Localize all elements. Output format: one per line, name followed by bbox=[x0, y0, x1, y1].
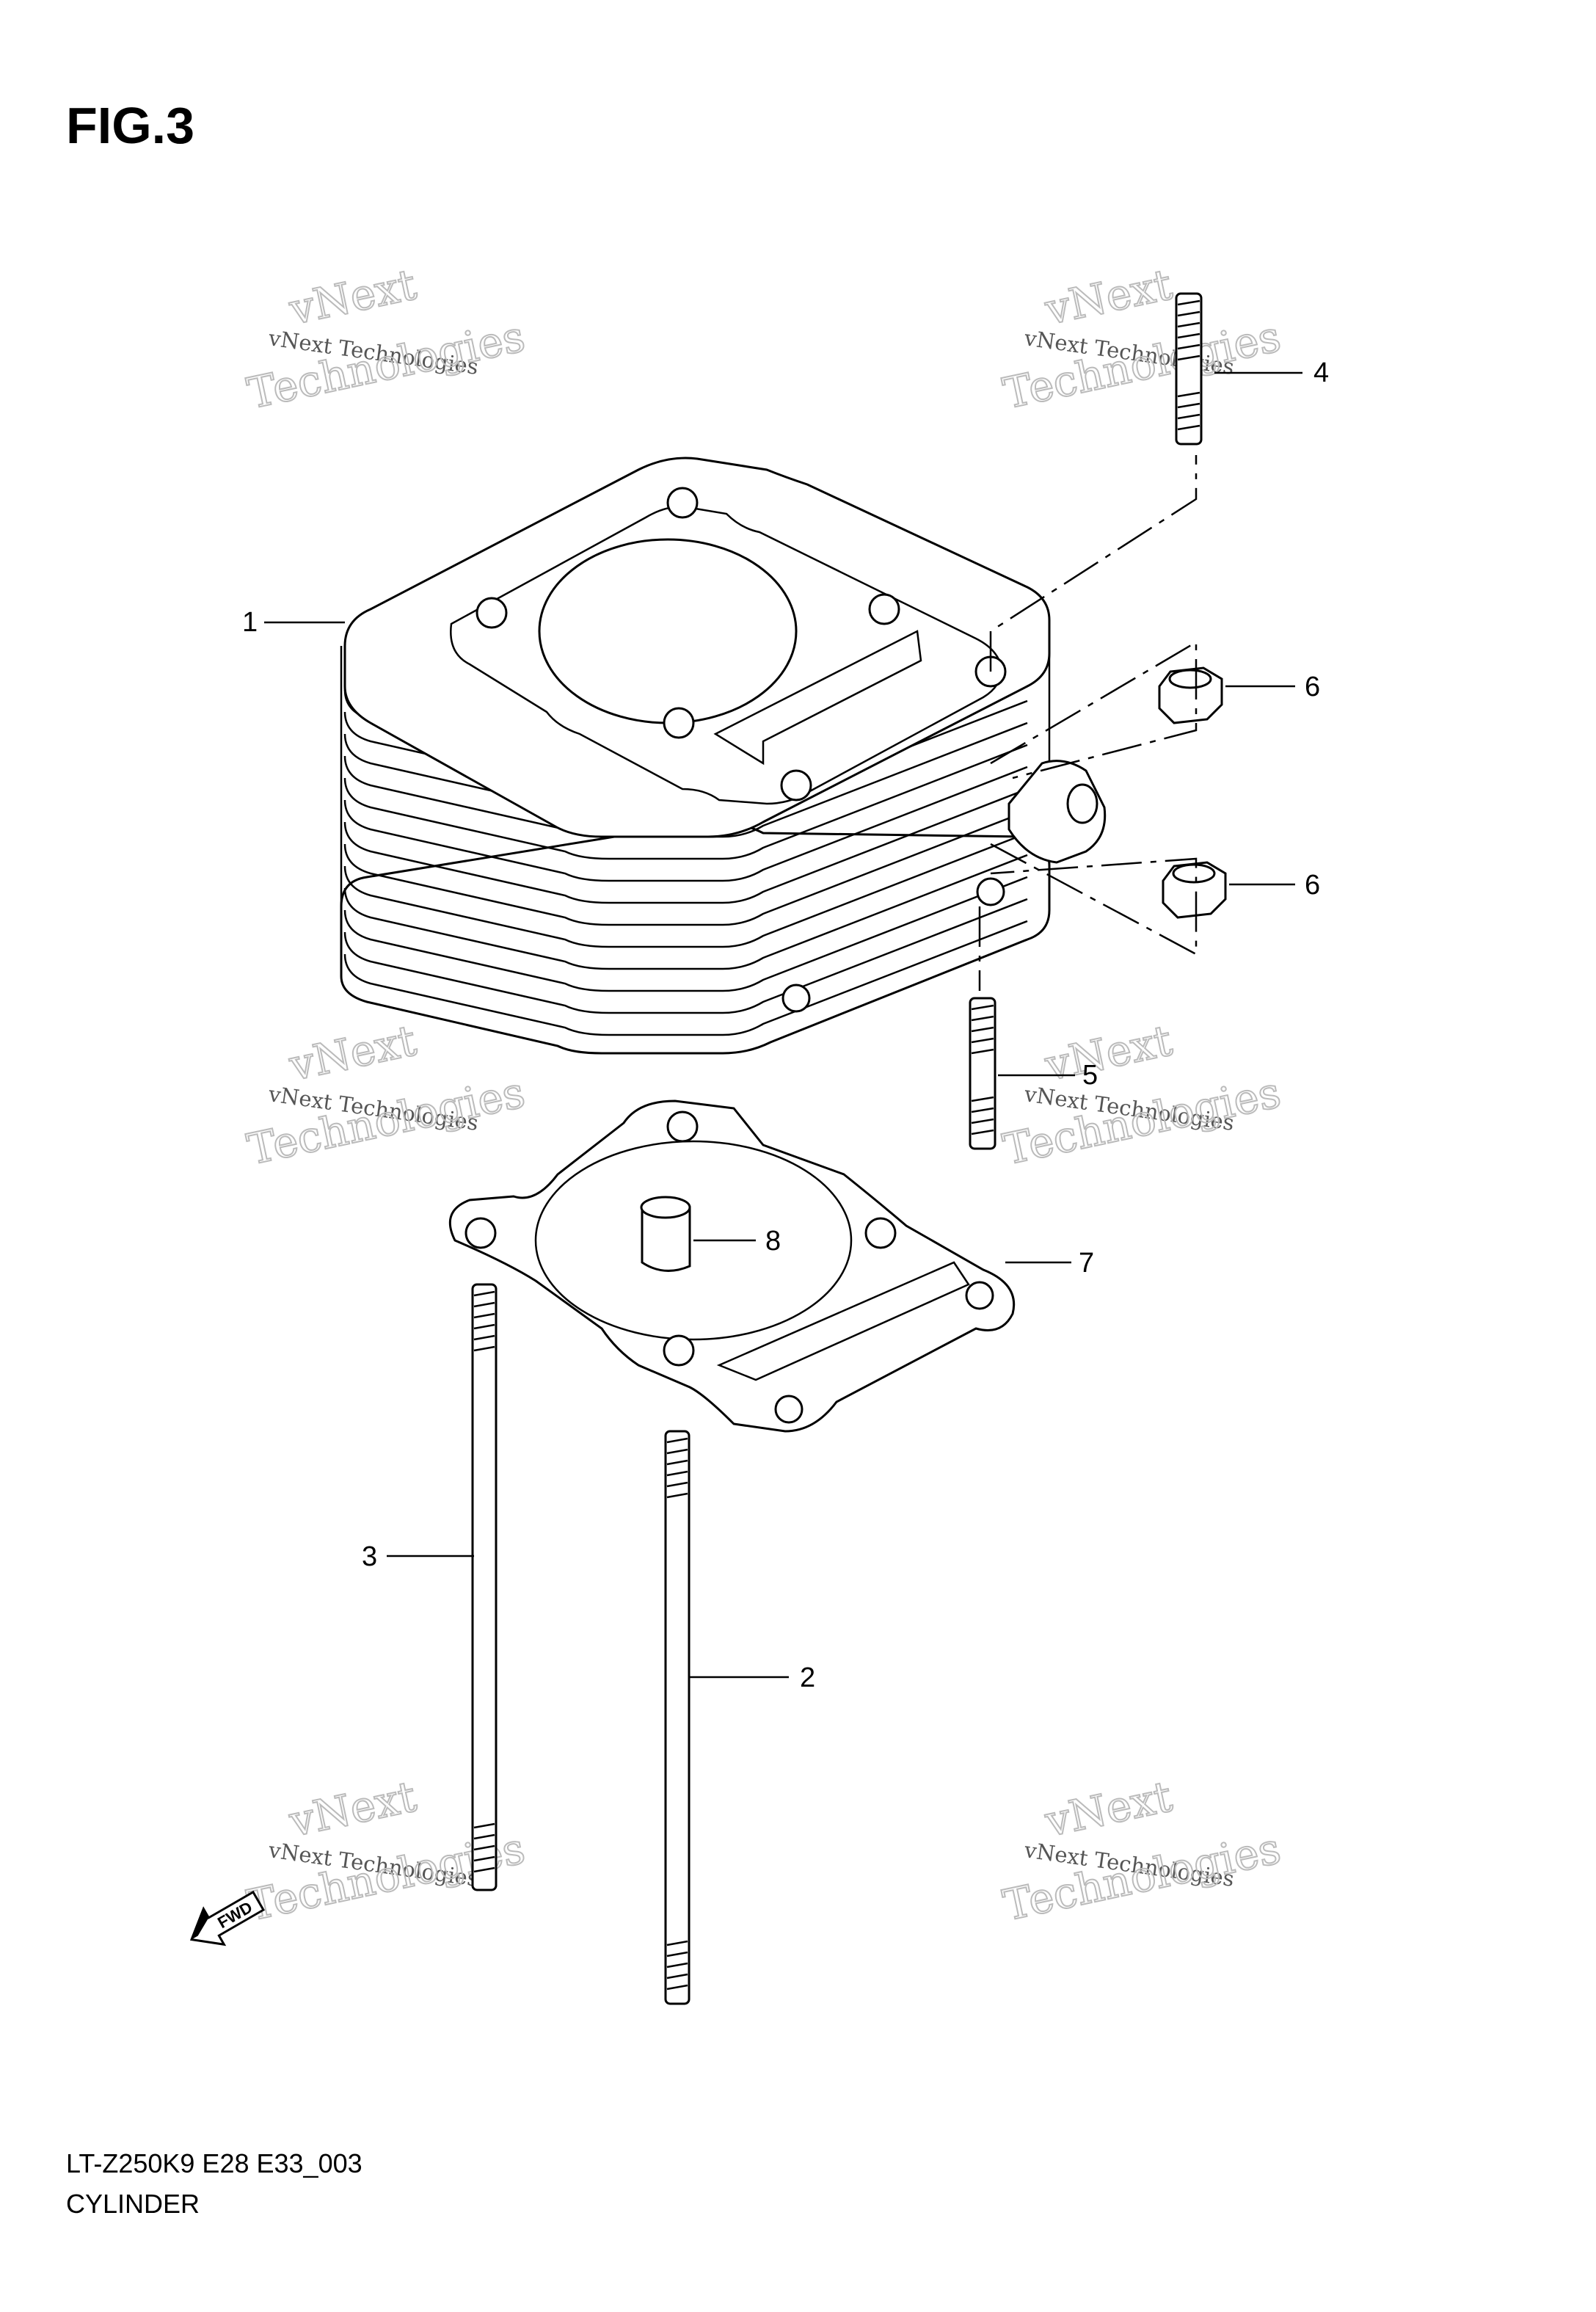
watermark-vnext: vNext bbox=[1041, 1771, 1176, 1847]
stud-hole bbox=[976, 877, 1005, 906]
cylinder-base-gasket-part bbox=[448, 1099, 1016, 1433]
callout-1: 1 bbox=[242, 607, 258, 638]
callout-5: 5 bbox=[1082, 1060, 1098, 1091]
long-stud-bolt-part bbox=[471, 1283, 498, 1891]
callout-6b: 6 bbox=[1305, 870, 1320, 901]
intake-spigot bbox=[1007, 760, 1107, 864]
stud-hole bbox=[868, 593, 900, 625]
callout-7: 7 bbox=[1079, 1248, 1094, 1279]
watermark-vnext: vNext bbox=[285, 1015, 420, 1091]
stud-hole bbox=[781, 984, 811, 1013]
figure-title: FIG.3 bbox=[66, 97, 194, 154]
assembly-name: CYLINDER bbox=[66, 2189, 200, 2219]
dowel-pin-part bbox=[640, 1196, 691, 1272]
stud-hole bbox=[663, 707, 695, 739]
callout-8: 8 bbox=[765, 1226, 781, 1257]
cylinder-part bbox=[340, 457, 1107, 1055]
nut-part bbox=[1158, 666, 1223, 724]
callout-2: 2 bbox=[800, 1662, 815, 1693]
upper-stud-bolt-part bbox=[1175, 292, 1203, 446]
model-code: LT-Z250K9 E28 E33_003 bbox=[66, 2148, 362, 2178]
watermark-vnext: vNext bbox=[1041, 259, 1176, 335]
leader-lines bbox=[264, 371, 1302, 1679]
lower-stud-bolt-part bbox=[969, 997, 996, 1150]
watermark-vnext: vNext bbox=[285, 259, 420, 335]
cam-chain-tunnel bbox=[713, 630, 922, 766]
watermark: vNext vNext Technologies Technologies bbox=[242, 258, 530, 419]
watermark: vNext vNext Technologies Technologies bbox=[998, 1770, 1286, 1931]
nut-part bbox=[1162, 861, 1227, 919]
callout-4: 4 bbox=[1313, 357, 1329, 388]
watermark: vNext vNext Technologies Technologies bbox=[998, 258, 1286, 419]
watermark: vNext vNext Technologies Technologies bbox=[242, 1014, 530, 1175]
callout-3: 3 bbox=[362, 1541, 377, 1572]
watermark-vnext: vNext bbox=[285, 1771, 420, 1847]
watermark: vNext vNext Technologies Technologies bbox=[998, 1014, 1286, 1175]
cylinder-bore bbox=[538, 538, 798, 724]
callout-labels: 1 2 3 4 5 6 6 7 8 bbox=[242, 357, 1329, 1693]
fwd-direction-arrow: FWD bbox=[189, 1890, 266, 1946]
stud-hole bbox=[780, 769, 812, 801]
watermark-vnext: vNext bbox=[1041, 1015, 1176, 1091]
long-stud-bolt-part bbox=[664, 1430, 690, 2005]
assembly-lines bbox=[978, 455, 1198, 991]
stud-hole bbox=[666, 487, 699, 519]
stud-hole bbox=[475, 597, 508, 629]
callout-6a: 6 bbox=[1305, 672, 1320, 702]
